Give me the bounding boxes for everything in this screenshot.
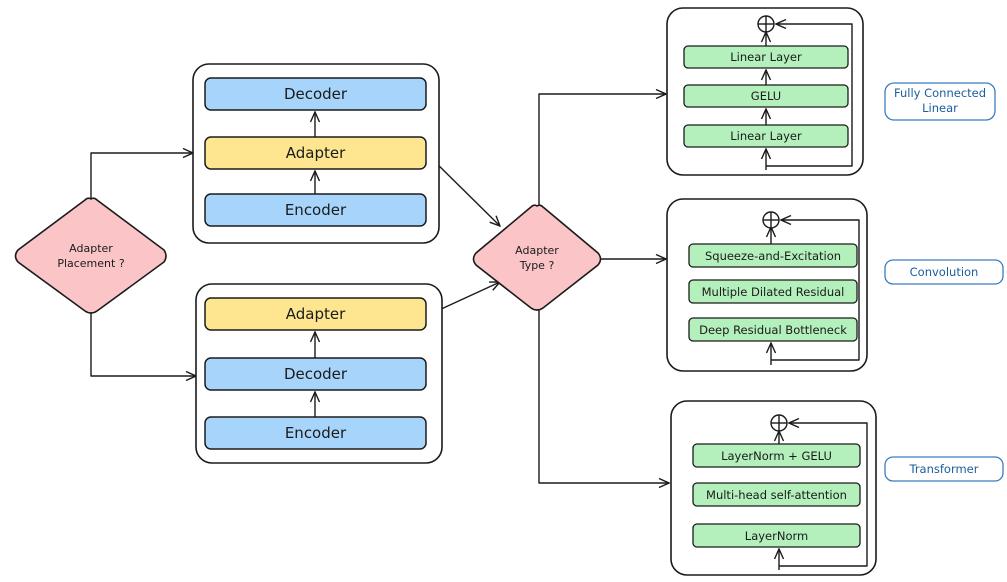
placement-b-adapter-label: Adapter [286,305,346,323]
fc-tag-box [884,82,996,121]
conv-layer-1-block [688,243,858,268]
conv-layer-2-block [688,279,858,304]
tf-layer-3-label: LayerNorm [745,529,808,543]
conv-tag-label: Convolution [910,265,979,279]
conv-layer-2-label: Multiple Dilated Residual [702,285,845,299]
arrow-to-transformer [538,309,669,483]
fc-layer-3-label: Linear Layer [730,129,802,143]
fc-tag-line2: Linear [922,101,958,115]
transformer-adapter: LayerNorm + GELU Multi-head self-attenti… [670,400,877,576]
placement-question-line2: Placement ? [57,257,125,270]
conv-skip-connection [771,220,860,361]
tf-layer-3-block [692,523,861,548]
placement-decision: Adapter Placement ? [14,197,167,314]
type-diamond [472,204,602,311]
arrow-to-fully-connected [538,94,666,205]
type-tags: Fully Connected Linear Convolution Trans… [884,82,1004,482]
placement-a-adapter-label: Adapter [286,144,346,162]
tf-tag-box [884,456,1004,482]
conv-layer-3-label: Deep Residual Bottleneck [699,323,847,337]
placement-b-encoder-label: Encoder [285,424,347,442]
fully-connected-adapter: Linear Layer GELU Linear Layer [666,7,864,176]
arrow-to-placement-b [90,312,196,376]
placement-option-b: Adapter Decoder Encoder [195,283,443,464]
type-question-line1: Adapter [515,244,559,257]
tf-skip-connection [779,423,868,567]
conv-tag-box [884,259,1004,285]
type-question-line2: Type ? [519,259,555,272]
fc-layer-2-label: GELU [751,89,781,103]
fc-tag-line1: Fully Connected [894,86,986,100]
placement-a-decoder-label: Decoder [284,85,348,103]
conv-add-icon [762,211,780,229]
placement-option-a: Decoder Adapter Encoder [192,63,440,244]
type-decision: Adapter Type ? [472,204,602,311]
placement-diamond [14,197,167,314]
fc-layer-1-label: Linear Layer [730,50,802,64]
tf-layer-2-block [692,482,861,507]
fc-skip-connection [766,24,853,167]
convolution-adapter: Squeeze-and-Excitation Multiple Dilated … [666,198,868,372]
conv-layer-3-block [688,317,858,342]
conv-layer-1-label: Squeeze-and-Excitation [705,249,841,263]
arrow-to-placement-a [90,153,193,200]
tf-tag-label: Transformer [908,462,978,476]
placement-b-decoder-label: Decoder [284,365,348,383]
placement-question-line1: Adapter [69,242,113,255]
tf-layer-1-label: LayerNorm + GELU [721,449,832,463]
tf-layer-2-label: Multi-head self-attention [706,488,847,502]
tf-add-icon [770,414,788,432]
fc-add-icon [757,15,775,33]
placement-b-adapter-block [204,297,427,331]
placement-a-decoder-block [204,77,427,111]
tf-layer-1-block [692,443,861,468]
placement-a-encoder-label: Encoder [285,201,347,219]
